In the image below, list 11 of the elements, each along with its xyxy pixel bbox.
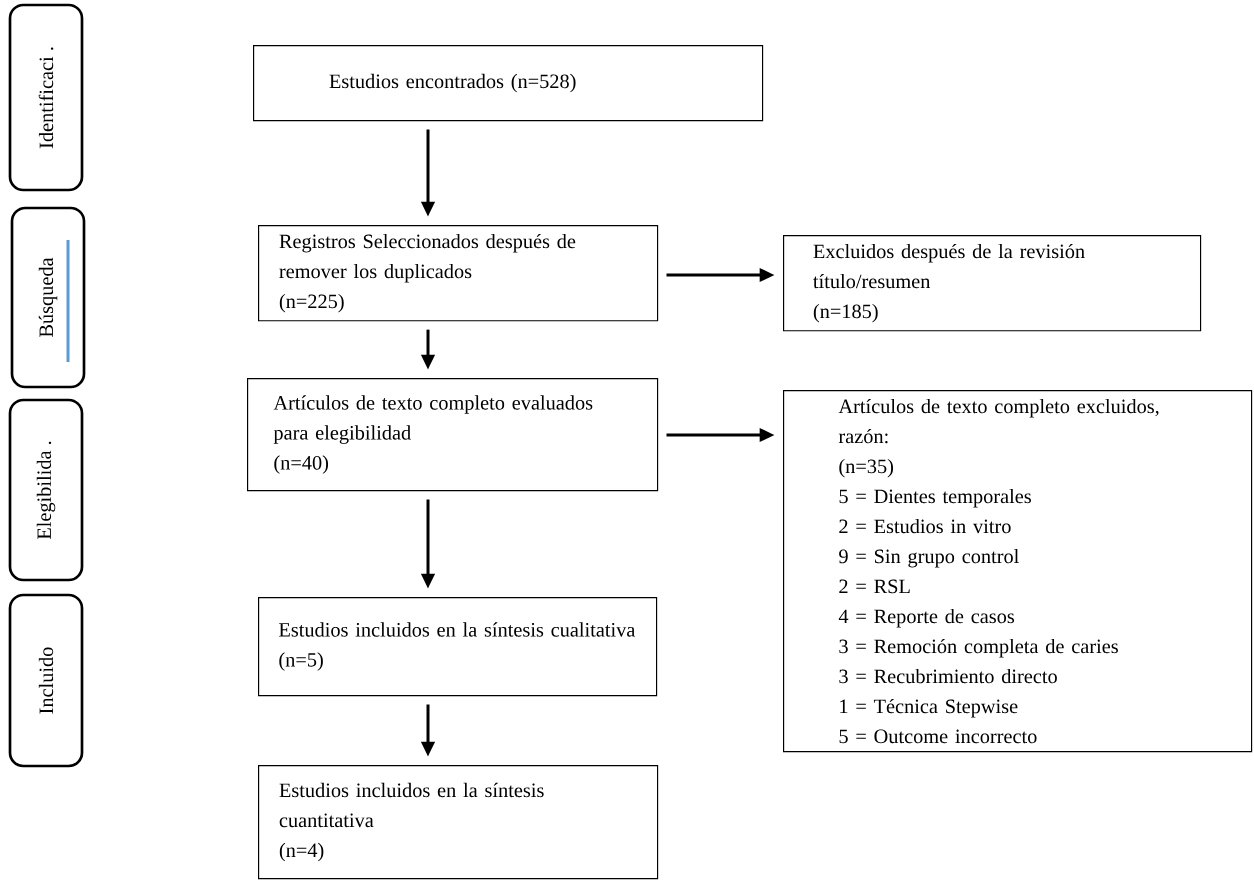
stage-label: Elegibilida .: [8, 398, 84, 582]
process-box: Artículos de texto completo evaluados para elegibilidad (n=40): [247, 378, 659, 492]
stage-label: Búsqueda: [10, 206, 86, 389]
stage-label: Identificaci .: [8, 3, 84, 192]
stage-label: Incluido: [8, 593, 84, 768]
process-box: Registros Seleccionados después de remover los duplicados (n=225): [258, 225, 659, 322]
process-box: Estudios incluidos en la síntesis cuantitativa (n=4): [258, 765, 659, 880]
process-box: Excluidos después de la revisión título/resumen (n=185): [783, 235, 1202, 332]
process-box: Estudios encontrados (n=528): [253, 45, 764, 122]
process-box: Estudios incluidos en la síntesis cualitativa (n=5): [258, 597, 658, 697]
process-box: Artículos de texto completo excluidos, razón: (n=35) 5 = Dientes temporales 2 = Estudios in vitro 9 = Sin grupo control 2 = RSL 4 = Reporte de casos 3 = Remoción completa de caries 3 = Recubrimiento directo 1 = Técnica Stepwise 5 = Outcome incorrecto: [783, 390, 1253, 753]
